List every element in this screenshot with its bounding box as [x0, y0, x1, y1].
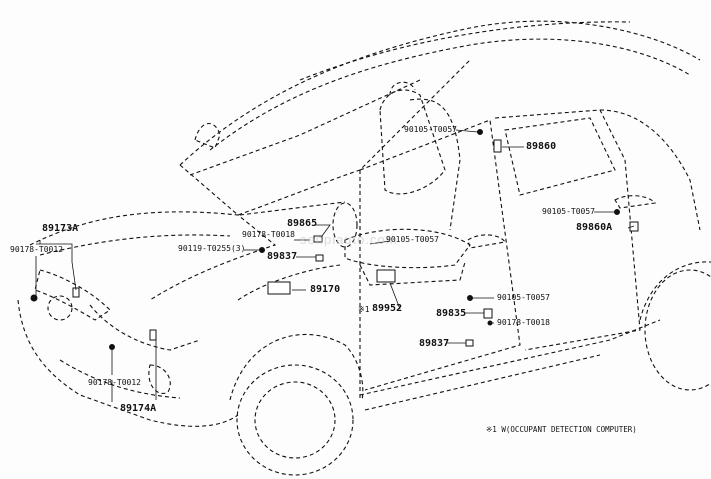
callout-90119-t0255: 90119-T0255(3): [178, 244, 246, 253]
hood-line: [39, 234, 231, 256]
leader-89173a: [36, 240, 73, 262]
rocker-panel: [359, 319, 661, 396]
bolt-90105-c: [467, 295, 473, 301]
emblem: [47, 295, 73, 321]
hood-outline: [29, 211, 277, 301]
seat-headrest: [389, 81, 416, 96]
leader-90105-a: [455, 129, 479, 133]
sensor-89173a-left: [30, 294, 38, 302]
module-89170: [267, 281, 291, 295]
dashboard: [239, 201, 346, 216]
callout-90105-t0057-c: 90105-T0057: [497, 293, 550, 302]
callout-90105-t0057-mid: 90105-T0057: [386, 235, 439, 244]
grille: [89, 304, 201, 351]
callout-89865: 89865: [287, 218, 318, 229]
roof-rail: [299, 21, 631, 81]
front-tire: [236, 364, 354, 476]
callout-note-marker: ※1: [358, 305, 370, 314]
callout-90178-t0018-lower: 90178-T0018: [497, 318, 550, 327]
front-door-handle: [467, 234, 506, 249]
seat-back: [379, 89, 446, 195]
callout-89860a: 89860A: [576, 222, 613, 233]
footnote: ※1 W(OCCUPANT DETECTION COMPUTER): [486, 425, 637, 434]
callout-89837-upper: 89837: [267, 251, 298, 262]
rear-door-handle: [614, 195, 657, 209]
headlamp: [34, 269, 111, 321]
computer-89952: [376, 269, 396, 283]
seat-back-rear: [409, 98, 461, 231]
rocker-lower: [364, 354, 601, 411]
bolt-90105-a: [477, 129, 483, 135]
rear-wheel-arch: [639, 261, 711, 321]
sensor-89865: [313, 235, 323, 243]
sensor-89860: [493, 139, 502, 153]
sensor-89837-upper: [315, 254, 324, 262]
grille-lower: [59, 359, 181, 399]
callout-90178-t0012-bottom: 90178-T0012: [88, 378, 141, 387]
callout-89170: 89170: [310, 284, 341, 295]
callout-90178-t0018: 90178-T0018: [242, 230, 295, 239]
callout-90105-t0057-a: 90105-T0057: [404, 125, 457, 134]
callout-90105-t0057-b: 90105-T0057: [542, 207, 595, 216]
callout-89835: 89835: [436, 308, 467, 319]
fender-line: [237, 264, 341, 301]
sensor-89837-lower: [465, 339, 474, 347]
leader-89865: [314, 224, 331, 237]
leader-89952: [389, 282, 401, 310]
front-wheel-arch: [229, 333, 364, 401]
seat-cushion: [344, 228, 471, 269]
leader-90105-mid: [369, 240, 391, 245]
mirror: [194, 123, 221, 149]
watermark: sehpiauto.com: [300, 232, 398, 247]
callout-90178-t0012-top: 90178-T0012: [10, 245, 63, 254]
fog-lamp: [148, 364, 171, 394]
sensor-89174a: [149, 329, 157, 341]
callout-89174a: 89174A: [120, 403, 157, 414]
rear-tire: [644, 269, 711, 391]
roof-outline: [179, 20, 701, 166]
callout-89952: 89952: [372, 303, 403, 314]
sensor-89860a: [629, 221, 639, 232]
roof-inner: [209, 38, 691, 151]
rear-door: [494, 109, 641, 351]
seat-frame: [359, 261, 466, 286]
callout-89860: 89860: [526, 141, 557, 152]
front-rim: [254, 381, 336, 459]
leader-bottom: [111, 340, 157, 402]
rear-quarter: [599, 109, 701, 231]
bolt-90105-b: [614, 209, 620, 215]
clip-90178-t0012: [109, 344, 115, 350]
leader-90178-t0012-top: [35, 256, 77, 296]
steering-wheel: [332, 202, 358, 248]
bolt-90119: [259, 247, 265, 253]
clip-90178-t0018-lower: [487, 320, 493, 326]
front-door: [359, 119, 521, 391]
windshield: [179, 59, 471, 216]
callout-89173a: 89173A: [42, 223, 79, 234]
rear-window: [504, 117, 616, 196]
windshield-inner: [189, 79, 421, 176]
sensor-89835: [483, 308, 493, 319]
leader-89860a: [627, 225, 635, 229]
callout-89837-lower: 89837: [419, 338, 450, 349]
